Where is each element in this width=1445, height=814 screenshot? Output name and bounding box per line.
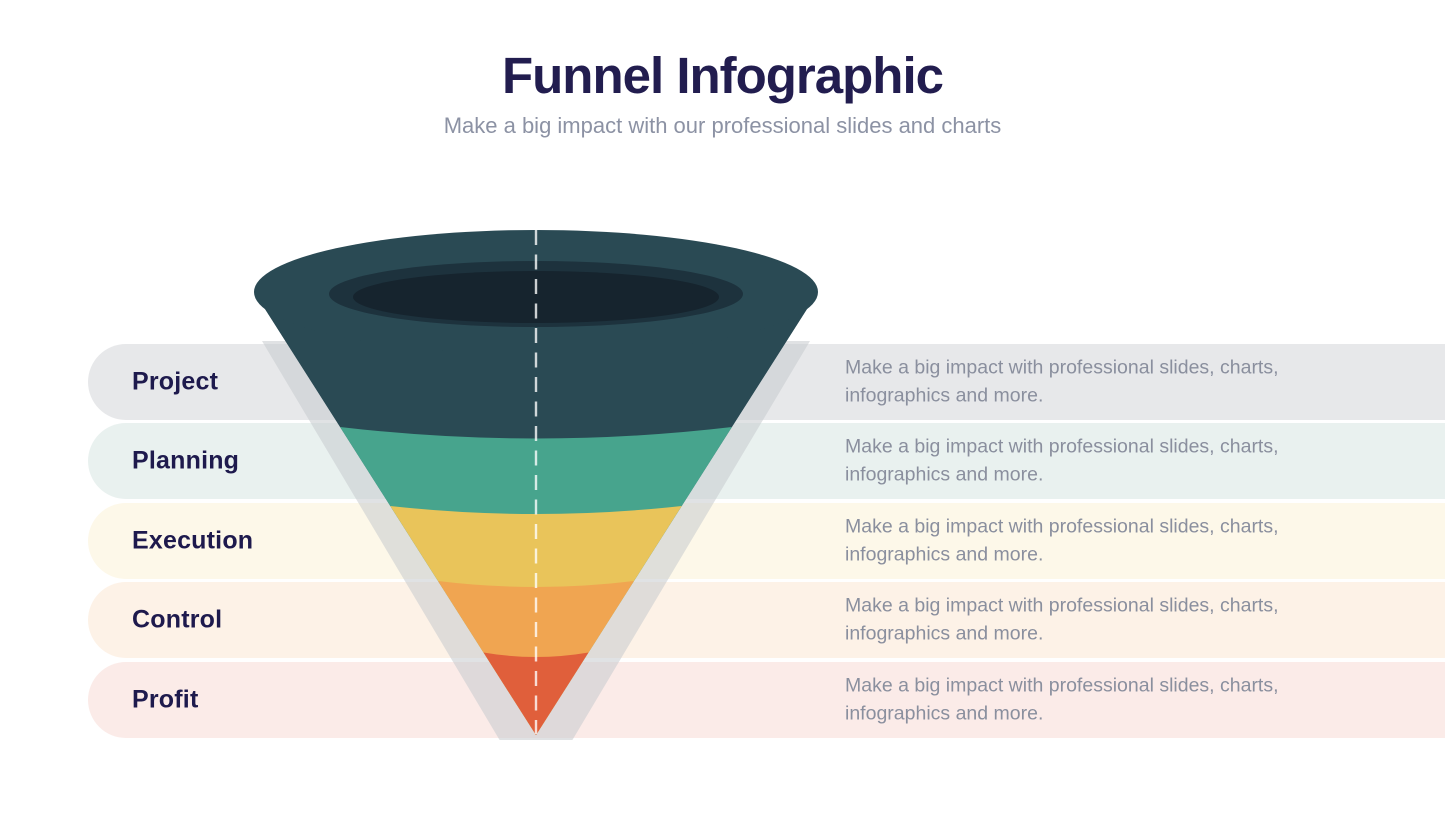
stage-description: Make a big impact with professional slid… (845, 356, 1279, 407)
stage-description: Make a big impact with professional slid… (845, 674, 1279, 725)
stage-description: Make a big impact with professional slid… (845, 435, 1279, 486)
page-title: Funnel Infographic (502, 47, 944, 104)
stage-label: Project (132, 367, 219, 396)
stage-row-planning: Planning Make a big impact with professi… (88, 423, 1445, 499)
stage-label: Profit (132, 685, 199, 714)
stage-label: Planning (132, 446, 240, 475)
stage-row-profit: Profit Make a big impact with profession… (88, 662, 1445, 738)
stage-row-project: Project Make a big impact with professio… (88, 344, 1445, 420)
page-subtitle: Make a big impact with our professional … (443, 113, 1002, 138)
stage-description: Make a big impact with professional slid… (845, 515, 1279, 566)
stage-row-execution: Execution Make a big impact with profess… (88, 503, 1445, 579)
stage-row-control: Control Make a big impact with professio… (88, 582, 1445, 658)
stage-label: Execution (132, 526, 254, 555)
stage-label: Control (132, 605, 223, 634)
header: Funnel Infographic Make a big impact wit… (0, 0, 1445, 139)
stage-description: Make a big impact with professional slid… (845, 594, 1279, 645)
